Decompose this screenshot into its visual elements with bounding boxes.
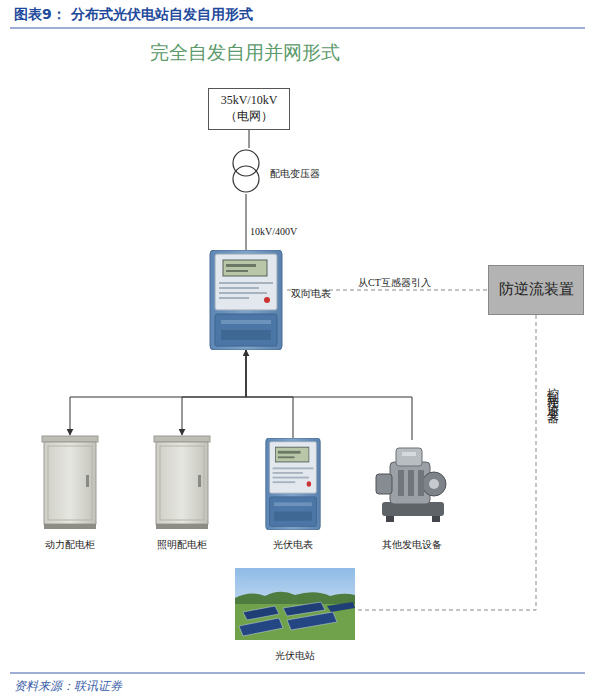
illustration-part bbox=[287, 612, 337, 630]
node-label: 光伏电表 bbox=[243, 539, 343, 551]
source-caption: 资料来源：联讯证券 bbox=[14, 678, 122, 695]
illustration-part bbox=[273, 481, 296, 483]
connector bbox=[246, 350, 293, 438]
edge-label: 控制光伏逆变器 bbox=[544, 378, 561, 406]
meter-illustration bbox=[262, 438, 324, 530]
illustration-part bbox=[429, 479, 439, 489]
illustration-part bbox=[44, 442, 96, 524]
bidirectional-meter: 双向电表 bbox=[205, 250, 287, 350]
illustration-part bbox=[390, 462, 430, 504]
illustration-part bbox=[278, 456, 295, 458]
illustration-part bbox=[42, 436, 98, 442]
illustration-part bbox=[239, 618, 283, 636]
node-label: 双向电表 bbox=[291, 288, 331, 300]
illustration-part bbox=[274, 502, 312, 506]
node-label: 照明配电柜 bbox=[132, 539, 232, 551]
header-rule bbox=[10, 28, 585, 29]
illustration-part bbox=[235, 592, 355, 606]
illustration-part bbox=[402, 452, 416, 456]
illustration-part bbox=[48, 446, 92, 520]
cabinet-illustration bbox=[40, 435, 100, 530]
generator: 其他发电设备 bbox=[372, 440, 452, 525]
illustration-part bbox=[243, 606, 279, 620]
connector bbox=[355, 315, 536, 610]
transformer: 配电变压器 bbox=[228, 148, 264, 194]
illustration-part bbox=[235, 568, 355, 640]
figure-title: 图表9： 分布式光伏电站自发自用形式 bbox=[14, 6, 253, 24]
connector bbox=[182, 350, 246, 435]
illustration-part bbox=[221, 320, 271, 324]
subtitle: 完全自发自用并网形式 bbox=[120, 40, 370, 66]
illustration-part bbox=[233, 166, 259, 192]
illustration-part bbox=[219, 287, 259, 289]
transformer-symbol bbox=[228, 148, 264, 194]
illustration-part bbox=[226, 270, 248, 272]
illustration-part bbox=[422, 472, 446, 496]
illustration-part bbox=[215, 254, 277, 310]
grid-box: 35kV/10kV （电网） bbox=[208, 88, 290, 130]
illustration-part bbox=[266, 438, 320, 530]
pv-meter: 光伏电表 bbox=[262, 438, 324, 530]
illustration-part bbox=[432, 516, 440, 522]
node-label: 其他发电设备 bbox=[362, 539, 462, 551]
illustration-part bbox=[210, 250, 282, 350]
illustration-part bbox=[233, 150, 259, 176]
edge-label: 10kV/400V bbox=[250, 226, 297, 237]
illustration-part bbox=[276, 447, 309, 462]
illustration-part bbox=[278, 451, 301, 454]
pv-station: 光伏电站 bbox=[235, 568, 355, 640]
illustration-part bbox=[264, 297, 270, 303]
connector bbox=[70, 350, 246, 435]
illustration-part bbox=[198, 475, 201, 487]
pv-station-illustration bbox=[235, 568, 355, 640]
illustration-part bbox=[219, 282, 273, 284]
power-cabinet: 动力配电柜 bbox=[40, 435, 100, 530]
illustration-part bbox=[223, 260, 267, 276]
node-label: 35kV/10kV （电网） bbox=[209, 91, 289, 126]
illustration-part bbox=[219, 297, 249, 299]
generator-illustration bbox=[372, 440, 452, 525]
illustration-part bbox=[408, 470, 414, 496]
node-label: 防逆流装置 bbox=[497, 278, 576, 302]
illustration-part bbox=[156, 442, 208, 524]
illustration-part bbox=[160, 446, 204, 520]
lighting-cabinet: 照明配电柜 bbox=[152, 435, 212, 530]
connector bbox=[246, 350, 412, 440]
illustration-part bbox=[270, 442, 317, 494]
illustration-part bbox=[270, 497, 317, 526]
illustration-part bbox=[44, 524, 96, 529]
illustration-part bbox=[396, 448, 422, 466]
node-label: 配电变压器 bbox=[270, 168, 320, 180]
anti-backflow-box: 防逆流装置 bbox=[488, 265, 584, 315]
illustration-part bbox=[386, 516, 394, 522]
illustration-part bbox=[273, 477, 309, 479]
meter-illustration bbox=[205, 250, 287, 350]
illustration-part bbox=[307, 481, 312, 487]
illustration-part bbox=[156, 524, 208, 529]
footer-rule bbox=[10, 673, 585, 674]
illustration-part bbox=[418, 470, 424, 496]
illustration-part bbox=[327, 602, 355, 612]
connector bbox=[246, 194, 247, 250]
edge-label: 从CT互感器引入 bbox=[358, 276, 431, 290]
illustration-part bbox=[376, 474, 392, 494]
illustration-part bbox=[221, 330, 271, 340]
illustration-part bbox=[273, 467, 314, 469]
illustration-part bbox=[154, 436, 210, 442]
node-label: 光伏电站 bbox=[235, 650, 355, 662]
illustration-part bbox=[274, 512, 312, 521]
illustration-part bbox=[215, 314, 277, 346]
illustration-part bbox=[273, 472, 303, 474]
illustration-part bbox=[86, 475, 89, 487]
node-label: 动力配电柜 bbox=[20, 539, 120, 551]
cabinet-illustration bbox=[152, 435, 212, 530]
illustration-part bbox=[283, 602, 325, 616]
connector bbox=[249, 130, 250, 148]
illustration-part bbox=[219, 292, 267, 294]
illustration-part bbox=[226, 264, 256, 267]
illustration-part bbox=[398, 470, 404, 496]
